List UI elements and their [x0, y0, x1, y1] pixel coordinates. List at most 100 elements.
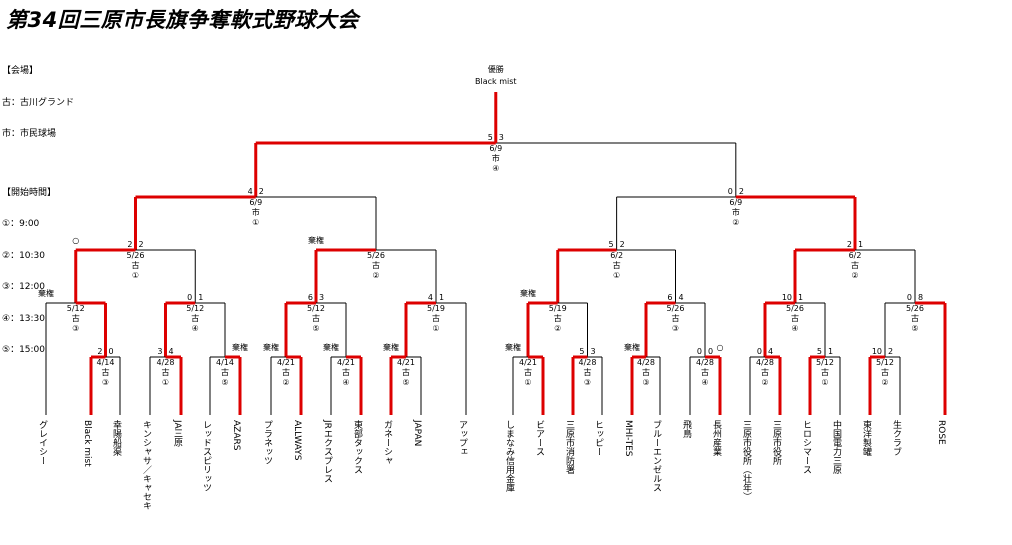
team-name-22: 三原市役所（壮年）: [741, 420, 752, 501]
match-score-right-9: 0: [708, 347, 713, 356]
match-slot-19: ④: [791, 324, 798, 333]
match-score-right-26: 2: [739, 187, 744, 196]
match-note-left-5: 棄権: [383, 342, 399, 352]
match-date-1: 4/28: [157, 358, 175, 367]
match-date-8: 4/28: [637, 358, 655, 367]
match-date-12: 5/12: [876, 358, 894, 367]
match-slot-9: ④: [701, 378, 708, 387]
match-venue-19: 古: [791, 313, 799, 323]
match-slot-1: ①: [162, 378, 169, 387]
team-name-23: 三原市役所: [771, 420, 782, 466]
match-slot-22: ②: [372, 271, 379, 280]
match-slot-10: ②: [761, 378, 768, 387]
match-slot-23: ①: [613, 271, 620, 280]
match-score-left-1: 3: [157, 347, 162, 356]
team-name-12: JAPAN: [412, 419, 422, 446]
match-note-left-8: 棄権: [624, 342, 640, 352]
team-name-10: 東部タックス: [352, 419, 363, 474]
team-name-21: 長州産業: [711, 420, 722, 457]
match-score-right-20: 8: [918, 293, 923, 302]
match-score-left-7: 5: [579, 347, 584, 356]
match-date-16: 5/19: [427, 304, 445, 313]
legend-venue-2: 市：市民球場: [2, 129, 57, 139]
match-score-left-21: 2: [127, 240, 132, 249]
match-note-left-3: 棄権: [263, 342, 279, 352]
match-note-left-6: 棄権: [505, 342, 521, 352]
legend-time-header: 【開始時間】: [2, 187, 57, 198]
legend-time-5: ⑤：15:00: [2, 345, 46, 355]
match-score-left-15: 6: [308, 293, 313, 302]
match-date-6: 4/21: [519, 358, 537, 367]
team-name-18: MHI-TES: [623, 420, 633, 457]
legend-time-3: ③：12:00: [2, 282, 46, 292]
match-date-0: 4/14: [97, 358, 115, 367]
legend: 【会場】 古：古川グランド 市：市民球場 【開始時間】 ①：9:00 ②：10:…: [2, 45, 74, 366]
match-slot-21: ①: [132, 271, 139, 280]
match-slot-7: ③: [584, 378, 591, 387]
match-score-right-10: 4: [768, 347, 773, 356]
match-venue-26: 市: [732, 207, 740, 217]
match-venue-9: 古: [701, 367, 709, 377]
match-venue-17: 古: [554, 313, 562, 323]
match-venue-15: 古: [312, 313, 320, 323]
match-slot-12: ②: [881, 378, 888, 387]
match-slot-5: ⑤: [402, 378, 409, 387]
match-slot-0: ③: [102, 378, 109, 387]
match-score-left-14: 0: [187, 293, 192, 302]
match-date-23: 6/2: [610, 251, 623, 260]
match-score-right-12: 2: [888, 347, 893, 356]
team-name-5: レッドスピリッツ: [201, 420, 212, 492]
legend-time-4: ④：13:30: [2, 313, 46, 324]
team-name-1: Black mist: [82, 420, 92, 467]
match-date-10: 4/28: [756, 358, 774, 367]
match-venue-5: 古: [402, 367, 410, 377]
match-slot-13: ③: [72, 324, 79, 333]
match-slot-6: ①: [524, 378, 531, 387]
match-date-20: 5/26: [906, 304, 924, 313]
match-slot-24: ②: [851, 271, 858, 280]
match-venue-1: 古: [162, 367, 170, 377]
match-score-left-10: 0: [757, 347, 762, 356]
team-name-19: ブルーエンゼルス: [651, 419, 662, 492]
match-score-left-18: 6: [667, 293, 672, 302]
match-date-18: 5/26: [667, 304, 685, 313]
team-name-2: 幸陽船渠: [111, 420, 122, 457]
match-venue-7: 古: [584, 367, 592, 377]
match-date-24: 6/2: [849, 251, 862, 260]
team-name-11: ガネーシャ: [382, 420, 393, 465]
match-slot-16: ①: [432, 324, 439, 333]
match-score-right-14: 1: [198, 293, 203, 302]
match-slot-17: ②: [554, 324, 561, 333]
match-date-25: 6/9: [249, 198, 262, 207]
team-name-0: グレイシー: [37, 420, 48, 465]
match-score-left-27: 5: [488, 133, 493, 142]
match-score-right-15: 3: [319, 293, 324, 302]
match-date-27: 6/9: [489, 144, 502, 153]
match-note-left-17: 棄権: [520, 288, 536, 298]
team-name-16: 三原市消防署: [564, 420, 575, 474]
match-slot-2: ⑤: [221, 378, 228, 387]
match-venue-0: 古: [102, 367, 110, 377]
match-date-26: 6/9: [729, 198, 742, 207]
match-score-left-16: 4: [428, 293, 433, 302]
match-score-left-23: 5: [609, 240, 614, 249]
legend-time-2: ②：10:30: [2, 250, 46, 261]
match-score-right-11: 1: [828, 347, 833, 356]
match-venue-12: 古: [881, 367, 889, 377]
team-name-3: キンシャサ／キャセキ: [141, 420, 152, 510]
match-date-4: 4/21: [337, 358, 355, 367]
match-slot-25: ①: [252, 218, 259, 227]
match-venue-22: 古: [372, 260, 380, 270]
match-score-right-7: 3: [591, 347, 596, 356]
match-date-2: 4/14: [216, 358, 234, 367]
team-name-20: 飛鳥: [681, 420, 692, 439]
match-venue-8: 古: [642, 367, 650, 377]
match-venue-13: 古: [72, 313, 80, 323]
match-note-right-2: 棄権: [232, 342, 248, 352]
match-score-left-0: 2: [97, 347, 102, 356]
match-slot-4: ④: [342, 378, 349, 387]
match-venue-3: 古: [282, 367, 290, 377]
match-note-right-9: ○: [717, 343, 724, 352]
team-name-28: ROSE: [936, 420, 946, 445]
